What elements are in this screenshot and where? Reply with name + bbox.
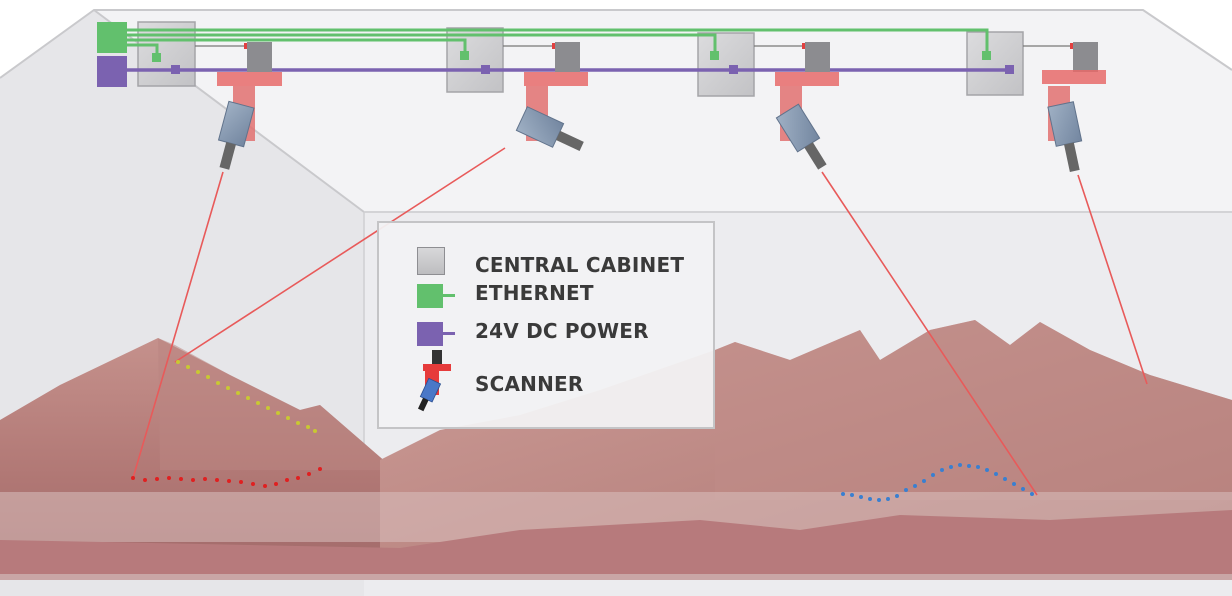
laser-beam-2 [174, 147, 506, 363]
legend-item-ethernet: ETHERNET [379, 276, 713, 316]
legend-label: SCANNER [475, 372, 584, 396]
laser-beams [132, 147, 1148, 496]
scan-points-red [131, 467, 322, 488]
legend-label: 24V DC POWER [475, 319, 649, 343]
legend: CENTRAL CABINET ETHERNET 24V DC POWER SC… [377, 221, 715, 429]
scan-points-blue [841, 463, 1034, 502]
central-cabinet-2 [446, 27, 504, 93]
legend-item-power: 24V DC POWER [379, 314, 713, 354]
scanner-2 [515, 42, 588, 151]
scan-points-yellow [176, 360, 317, 433]
legend-label: CENTRAL CABINET [475, 253, 685, 277]
scanner-icon [417, 350, 451, 412]
cabinet-icon [417, 247, 445, 275]
laser-beam-4 [1077, 174, 1148, 385]
central-cabinet-4 [966, 31, 1024, 96]
scanner-3 [775, 42, 839, 170]
legend-item-scanner: SCANNER [379, 350, 713, 420]
legend-label: ETHERNET [475, 281, 594, 305]
laser-beam-3 [821, 171, 1038, 496]
material-piles [0, 320, 1232, 580]
scanner-1 [217, 42, 282, 170]
central-cabinet-1 [137, 21, 196, 87]
power-source [97, 56, 127, 87]
central-cabinet-3 [697, 32, 755, 97]
ethernet-icon [417, 284, 443, 308]
ethernet-source [97, 22, 127, 53]
power-icon [417, 322, 443, 346]
laser-beam-1 [132, 171, 224, 479]
scanner-4 [1042, 42, 1106, 173]
legend-item-cabinet: CENTRAL CABINET [379, 235, 713, 277]
